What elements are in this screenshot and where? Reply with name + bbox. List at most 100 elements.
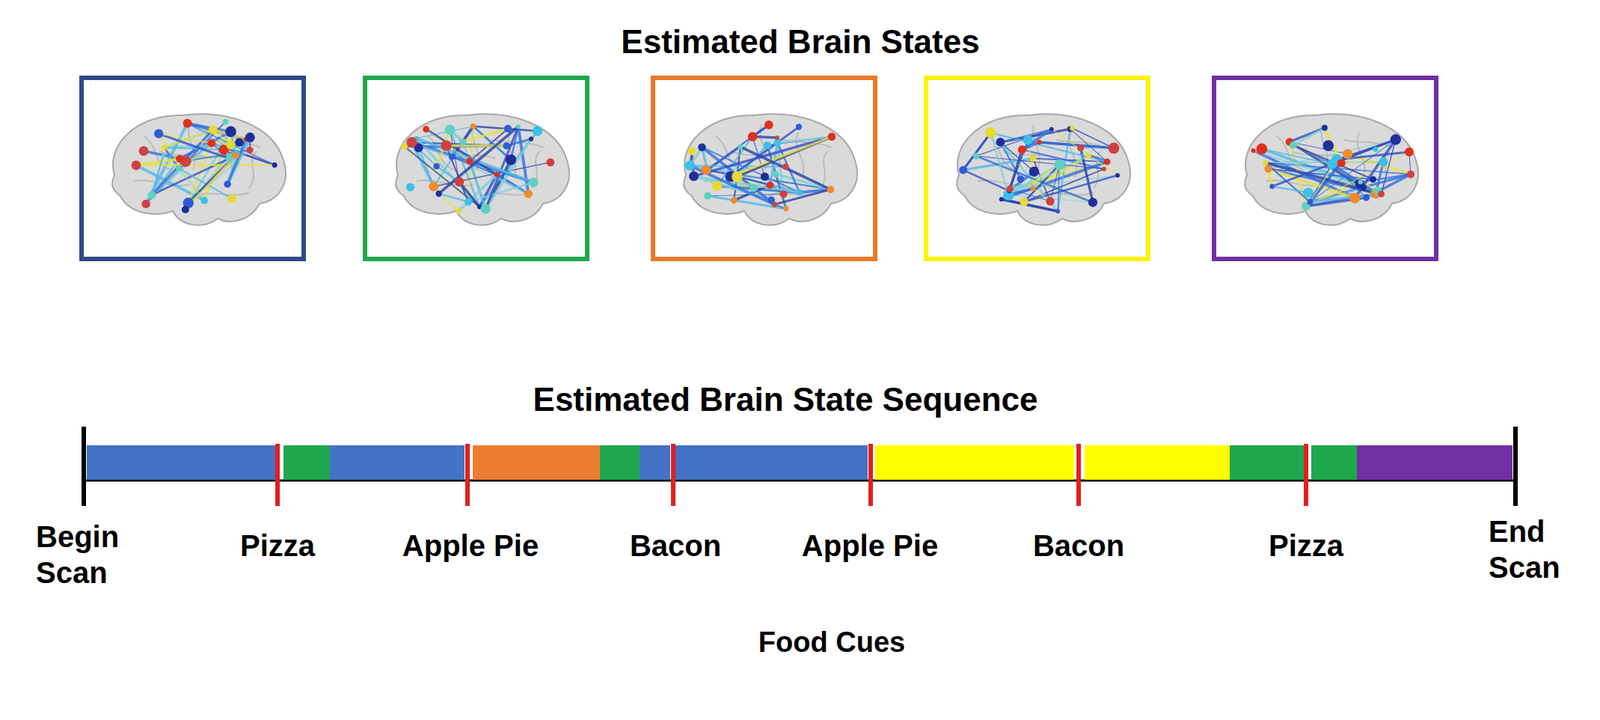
connection-line: [158, 133, 229, 159]
region-dot: [779, 189, 787, 198]
region-dot: [225, 140, 235, 150]
region-dot: [272, 162, 278, 168]
region-dot: [973, 152, 980, 160]
region-dot: [1390, 133, 1402, 145]
region-dot: [767, 195, 775, 203]
brain-state-box: [926, 77, 1149, 259]
region-dot: [985, 127, 996, 138]
cue-marker: [1076, 443, 1081, 506]
state-timeline: [83, 426, 1516, 506]
region-dot: [516, 124, 521, 129]
brain-state-box: [1214, 77, 1437, 259]
state-segment: [1229, 445, 1307, 480]
connection-line: [1038, 142, 1114, 149]
region-dot: [701, 165, 712, 176]
connection-line: [1051, 129, 1118, 176]
region-dot: [141, 199, 150, 208]
state-segment: [875, 445, 1075, 480]
region-dot: [422, 125, 430, 133]
region-dot: [161, 144, 168, 151]
connection-line: [707, 195, 787, 209]
region-dot: [1086, 152, 1092, 158]
cue-marker: [1303, 443, 1309, 506]
region-dot: [200, 196, 208, 205]
region-dot: [148, 190, 157, 199]
region-dot: [795, 123, 802, 130]
state-segment: [472, 445, 600, 480]
region-dot: [464, 198, 472, 206]
region-dot: [246, 146, 254, 154]
region-dot: [1342, 148, 1353, 159]
region-dot: [532, 125, 543, 136]
region-dot: [773, 139, 781, 147]
connection-line: [151, 155, 164, 195]
region-dot: [703, 192, 712, 200]
region-dot: [428, 181, 439, 192]
region-dot: [1045, 196, 1054, 205]
connection-line: [976, 155, 1093, 202]
connection-line: [459, 181, 480, 208]
connection-line: [404, 146, 480, 208]
region-dot: [183, 118, 193, 128]
connection-line: [151, 130, 214, 196]
connection-line: [1306, 151, 1410, 206]
region-dot: [1377, 190, 1385, 198]
text-slot: Estimated Brain States: [620, 22, 980, 63]
region-dot: [1369, 175, 1377, 183]
figure-label: Pizza: [1268, 527, 1344, 564]
connection-line: [416, 138, 535, 183]
region-dot: [1115, 172, 1120, 178]
brain-outline: [1244, 113, 1419, 225]
region-dot: [546, 157, 555, 167]
region-dot: [1378, 157, 1388, 167]
region-dot: [1030, 186, 1036, 192]
region-dot: [685, 160, 696, 172]
region-dot: [1251, 148, 1256, 153]
region-dot: [455, 208, 461, 214]
region-dot: [712, 181, 722, 191]
connection-line: [1050, 164, 1060, 202]
cue-marker: [868, 443, 873, 506]
box-outline: [926, 77, 1149, 259]
connection-line: [774, 189, 831, 205]
brain-illustration: [1244, 113, 1419, 225]
region-dot: [175, 154, 184, 163]
brain-illustration: [395, 113, 570, 225]
connection-line: [1272, 186, 1309, 193]
region-dot: [445, 124, 456, 135]
region-dot: [406, 182, 415, 191]
state-segment: [86, 445, 278, 480]
box-outline: [365, 77, 588, 259]
figure-label: Bacon: [629, 527, 722, 564]
figure-label: Apple Pie: [801, 527, 939, 564]
state-segment: [674, 445, 868, 480]
brain-state-box: [653, 77, 876, 259]
region-dot: [1269, 184, 1275, 190]
region-dot: [1069, 125, 1075, 131]
region-dot: [505, 154, 517, 165]
scan-boundary: [81, 426, 87, 506]
connection-line: [1024, 175, 1118, 202]
region-dot: [1020, 197, 1029, 206]
region-dot: [1262, 160, 1269, 167]
brain-fold: [416, 180, 473, 186]
state-segment: [329, 445, 465, 480]
text-slot: Begin Scan: [35, 518, 149, 591]
region-dot: [1029, 166, 1039, 177]
region-dot: [1404, 147, 1414, 157]
region-dot: [181, 205, 190, 214]
region-dot: [688, 171, 699, 182]
region-dot: [234, 137, 244, 147]
figure-label: Pizza: [240, 527, 315, 564]
connection-line: [694, 175, 800, 193]
region-dot: [1289, 141, 1298, 149]
connection-line: [178, 168, 205, 201]
connection-line: [1021, 129, 1052, 150]
state-segment: [283, 445, 330, 480]
region-dot: [1349, 192, 1360, 203]
connection-line: [158, 133, 212, 144]
cue-marker: [465, 443, 470, 506]
text-slot: Pizza: [240, 527, 315, 564]
region-dot: [400, 142, 408, 150]
box-outline: [1214, 77, 1437, 259]
